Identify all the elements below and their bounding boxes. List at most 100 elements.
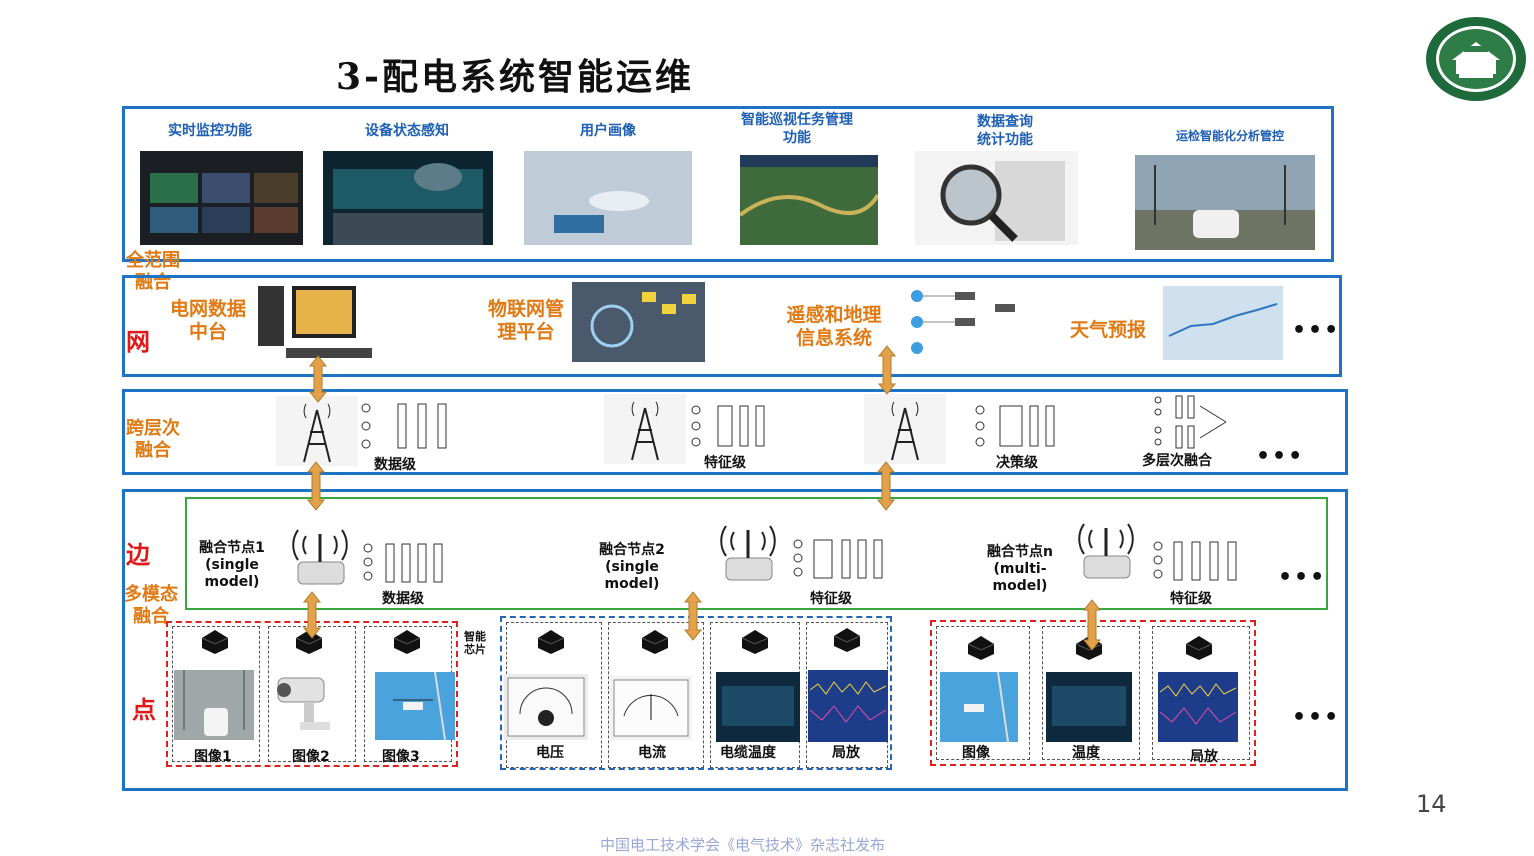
edge-fusion-diagram-2	[792, 536, 888, 582]
point-label-cable-temp: 电缆温度	[720, 745, 776, 761]
net-grid-data-center: 电网数据 中台	[169, 298, 246, 343]
caption-data-query: 数据查询 统计功能	[977, 114, 1033, 148]
image-ammeter	[610, 676, 692, 740]
image-cable-temp-screen	[716, 672, 800, 742]
net-ellipsis: •••	[1292, 318, 1341, 343]
fusion-diagram-data-level	[358, 398, 454, 454]
cell-image	[936, 626, 1030, 760]
edge-node-2-level: 特征级	[810, 591, 852, 607]
footer-credit: 中国电工技术学会《电气技术》杂志社发布	[600, 836, 886, 854]
image-control-room	[323, 151, 493, 245]
edge-node-n-label: 融合节点n (multi- model)	[987, 544, 1053, 594]
label-net: 网	[126, 328, 150, 356]
caption-patrol-task: 智能巡视任务管理 功能	[741, 112, 853, 146]
edge-node-n-level: 特征级	[1170, 591, 1212, 607]
cross-label-multi-level: 多层次融合	[1142, 453, 1212, 469]
caption-inspection-analysis: 运检智能化分析管控	[1175, 129, 1284, 143]
image-weather-chart	[1163, 286, 1283, 360]
arrow-tower3-to-node2	[876, 461, 896, 511]
image-substation-robot	[1135, 155, 1315, 250]
computer-icon	[258, 286, 388, 362]
image-pd-waveform	[808, 670, 888, 742]
edge-node-1-label: 融合节点1 (single model)	[199, 540, 265, 590]
image-temp-screen	[1046, 672, 1132, 742]
chip-icon	[740, 628, 770, 658]
router-icon-2	[706, 520, 776, 586]
chip-icon	[200, 628, 230, 658]
caption-realtime-monitoring: 实时监控功能	[168, 123, 252, 139]
arrow-node1-to-images	[302, 591, 322, 639]
point-ellipsis: •••	[1292, 705, 1341, 730]
arrow-tower1-to-node1	[306, 461, 326, 511]
chip-icon	[832, 626, 862, 656]
cross-label-data-level: 数据级	[374, 457, 416, 473]
arrow-gis-to-tower3	[877, 345, 897, 395]
image-drone-tower-2	[940, 672, 1018, 742]
tower-icon-1	[276, 396, 358, 466]
edge-node-1-level: 数据级	[382, 591, 424, 607]
net-weather-forecast: 天气预报	[1070, 319, 1147, 341]
edge-node-2-label: 融合节点2 (single model)	[599, 542, 665, 592]
edge-fusion-diagram-1	[362, 540, 458, 586]
page-number: 14	[1416, 790, 1447, 818]
cell-pd-2	[1152, 626, 1250, 760]
page-title: 3-配电系统智能运维	[336, 56, 694, 98]
arrow-noden-to-mixed	[1082, 599, 1102, 651]
caption-user-profile: 用户画像	[580, 123, 636, 139]
net-layer-panel	[122, 275, 1342, 377]
net-iot-platform: 物联网管 理平台	[487, 298, 564, 343]
cross-level-panel	[122, 389, 1348, 475]
chip-icon	[392, 628, 422, 658]
point-label-image2: 图像2	[292, 749, 330, 765]
image-monitoring-screens	[140, 151, 303, 245]
university-logo	[1424, 16, 1528, 102]
chip-icon	[294, 628, 324, 658]
label-edge: 边	[126, 541, 150, 569]
caption-device-status: 设备状态感知	[365, 123, 449, 139]
label-point: 点	[132, 696, 156, 724]
arrow-grid-to-tower1	[308, 355, 328, 403]
cell-image1	[172, 626, 260, 762]
image-voltmeter	[504, 674, 588, 740]
label-multimodal-fusion: 多模态 融合	[124, 584, 178, 627]
chip-icon	[1184, 634, 1214, 664]
edge-fusion-panel	[185, 497, 1328, 610]
image-cctv-camera	[274, 670, 340, 740]
point-label-image3: 图像3	[382, 749, 420, 765]
point-label-temp: 温度	[1072, 745, 1100, 761]
edge-point-panel	[122, 489, 1348, 791]
tower-icon-2	[604, 394, 686, 464]
image-gis-network	[895, 282, 1035, 362]
cross-label-feature-level: 特征级	[704, 455, 746, 471]
fusion-diagram-feature-level	[690, 402, 770, 452]
chip-icon	[536, 628, 566, 658]
point-label-pd: 局放	[832, 745, 860, 761]
net-remote-sensing-gis: 遥感和地理 信息系统	[786, 304, 882, 349]
point-label-image1: 图像1	[194, 749, 232, 765]
point-label-voltage: 电压	[536, 745, 564, 761]
router-icon-1	[278, 524, 348, 590]
point-label-image: 图像	[962, 745, 990, 761]
smart-chip-label: 智能 芯片	[464, 630, 486, 656]
image-user-profile	[524, 151, 692, 245]
chip-icon	[640, 628, 670, 658]
label-cross-level-fusion: 跨层次 融合	[126, 418, 180, 461]
edge-ellipsis: •••	[1278, 565, 1327, 590]
image-substation-robot-small	[174, 670, 254, 740]
tower-icon-3	[864, 394, 946, 464]
point-label-current: 电流	[638, 745, 666, 761]
image-pd-waveform-2	[1158, 672, 1238, 742]
fusion-diagram-decision-level	[974, 402, 1060, 452]
image-drone-tower	[375, 672, 455, 740]
image-magnifier	[915, 151, 1078, 245]
router-icon-n	[1064, 518, 1134, 584]
chip-icon	[966, 634, 996, 664]
image-patrol-map	[740, 155, 878, 245]
cross-ellipsis: •••	[1256, 444, 1305, 469]
fusion-diagram-multi-level	[1152, 394, 1232, 450]
top-application-panel	[122, 106, 1334, 262]
edge-fusion-diagram-n	[1152, 538, 1248, 584]
point-label-pd-2: 局放	[1190, 749, 1218, 765]
cell-current	[608, 622, 704, 768]
